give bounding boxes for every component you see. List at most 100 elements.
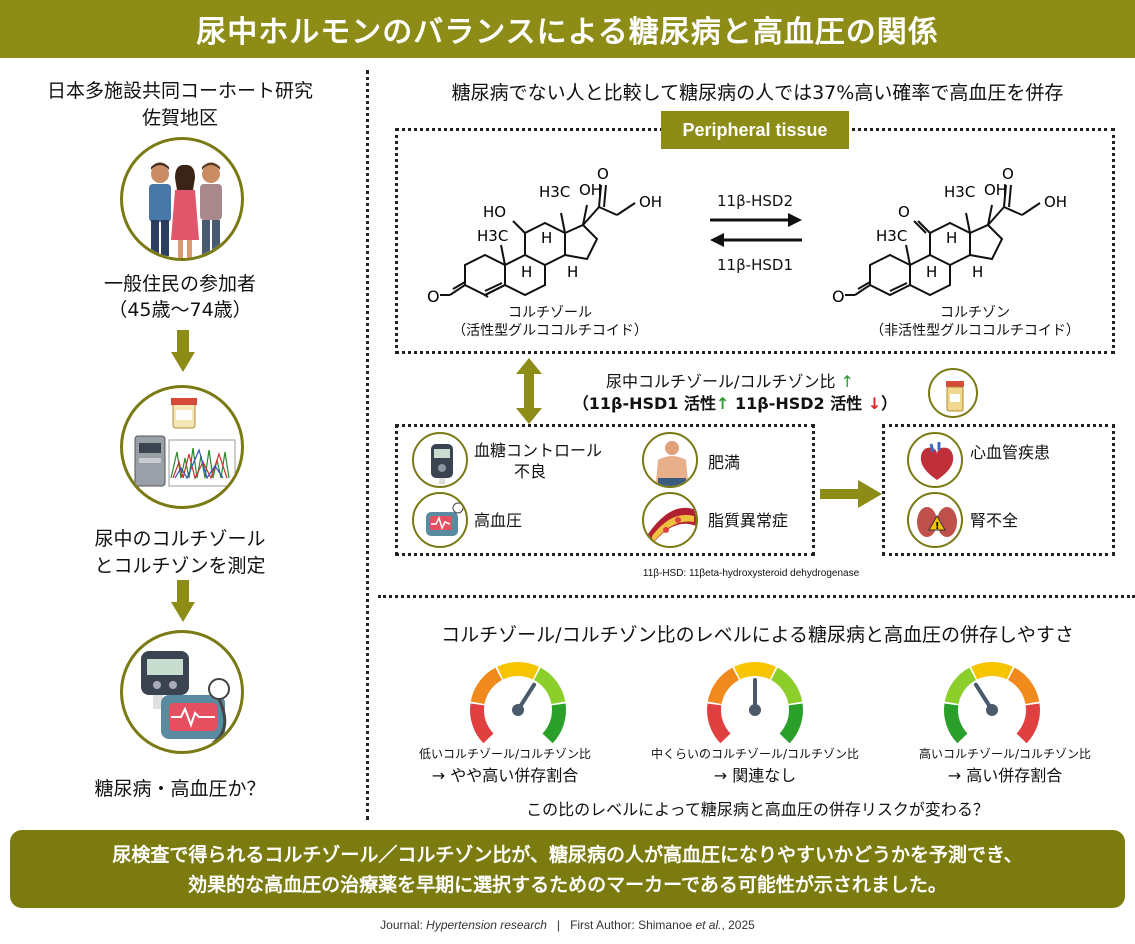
atom-o: O xyxy=(832,287,845,306)
peripheral-tissue-label: Peripheral tissue xyxy=(661,111,849,149)
gauge-segment xyxy=(534,667,566,705)
urine-cup-icon xyxy=(928,368,978,418)
gauge-segment xyxy=(542,703,566,744)
gauges-title: コルチゾール/コルチゾン比のレベルによる糖尿病と高血圧の併存しやすさ xyxy=(441,624,1074,646)
atom-o-keto: O xyxy=(898,203,910,221)
gauge-question: この比のレベルによって糖尿病と高血圧の併存リスクが変わる？ xyxy=(526,800,989,819)
blood-pressure-icon xyxy=(412,492,468,548)
conclusion-line1: 尿検査で得られるコルチゾール／コルチゾン比が、糖尿病の人が高血圧になりやすいかど… xyxy=(112,844,1023,866)
ratio-part-c: 11 xyxy=(735,394,758,413)
atom-oh-1: OH xyxy=(984,181,1007,199)
heart-icon xyxy=(907,432,963,488)
artery-plaque-icon xyxy=(642,492,698,548)
up-arrow-2: ↑ xyxy=(716,394,730,413)
page-title: 尿中ホルモンのバランスによる糖尿病と高血圧の関係 xyxy=(0,0,1135,58)
people-icon xyxy=(149,162,222,258)
down-arrow: ↓ xyxy=(867,394,882,413)
kidney-icon: ! xyxy=(907,492,963,548)
reaction-arrows-icon xyxy=(710,213,802,247)
cortisol-name: コルチゾール xyxy=(508,305,592,321)
gauge-high-label: 高いコルチゾール/コルチゾン比 xyxy=(918,747,1092,761)
conclusion-line2: 効果的な高血圧の治療薬を早期に選択するためのマーカーである可能性が示されました。 xyxy=(188,874,947,896)
people-illustration xyxy=(120,137,244,261)
atom-h3c-1: H3C xyxy=(477,227,508,245)
atom-h-1: H xyxy=(946,229,957,247)
atom-h3c-2: H3C xyxy=(944,183,975,201)
sequencer-icon xyxy=(134,398,236,487)
study-name: 日本多施設共同コーホート研究 xyxy=(46,80,313,102)
outcome-renal: 腎不全 xyxy=(970,511,1019,530)
atom-oh-1: OH xyxy=(579,181,602,199)
outcome-cvd: 心血管疾患 xyxy=(970,443,1051,462)
gauge-segment xyxy=(771,667,803,705)
down-arrow-icon xyxy=(171,330,195,372)
ratio-part-b: -HSD1 活性 xyxy=(622,394,717,413)
gauge-segment xyxy=(470,667,502,705)
up-arrow: ↑ xyxy=(840,372,854,391)
gauge-high-result: → 高い併存割合 xyxy=(947,766,1063,785)
beta-1: β xyxy=(611,394,623,413)
enzyme-reverse: 11β-HSD1 xyxy=(717,256,793,274)
vertical-divider xyxy=(366,70,369,820)
atom-o: O xyxy=(427,287,440,306)
atom-ho: HO xyxy=(483,203,506,221)
gauge-hub xyxy=(749,704,761,716)
atom-h3c-2: H3C xyxy=(539,183,570,201)
ratio-part-d: -HSD2 活性 xyxy=(768,394,863,413)
condition-obesity: 肥満 xyxy=(708,453,741,472)
gauge-segment xyxy=(734,662,776,680)
conclusion-banner: 尿検査で得られるコルチゾール／コルチゾン比が、糖尿病の人が高血圧になりやすいかど… xyxy=(10,830,1125,908)
cortisone-desc: （非活性型グルココルチコイド） xyxy=(870,323,1080,339)
atom-h-3: H xyxy=(567,263,578,281)
gauge-low-label: 低いコルチゾール/コルチゾン比 xyxy=(418,747,592,761)
obesity-icon xyxy=(642,432,698,488)
condition-glycemic: 血糖コントロール xyxy=(474,441,603,460)
atom-h-2: H xyxy=(521,263,532,281)
lab-analysis-illustration xyxy=(120,385,244,509)
glucose-bp-icon xyxy=(141,651,230,745)
ratio-text: 尿中コルチゾール/コルチゾン比 xyxy=(606,372,836,391)
study-region: 佐賀地区 xyxy=(141,107,218,129)
condition-dyslipidemia: 脂質異常症 xyxy=(708,511,789,530)
atom-h3c-1: H3C xyxy=(876,227,907,245)
gauge-segment xyxy=(707,667,739,705)
gauge-segment xyxy=(971,662,1013,680)
atom-o-2: O xyxy=(597,165,609,183)
diagnosis-illustration xyxy=(120,630,244,754)
question: 糖尿病・高血圧か？ xyxy=(94,778,266,800)
separator: | xyxy=(556,918,561,932)
journal-label: Journal: xyxy=(380,918,427,932)
gauge-mid-result: → 関連なし xyxy=(713,766,797,785)
year: , 2025 xyxy=(721,918,755,932)
measure-line2: とコルチゾンを測定 xyxy=(94,555,266,577)
atom-o-2: O xyxy=(1002,165,1014,183)
et-al: et al. xyxy=(695,918,722,932)
author-label: First Author: Shimanoe xyxy=(570,918,696,932)
cortisone-structure-icon: O O H3C H3C OH O OH H H H xyxy=(832,165,1067,306)
gauge-segment xyxy=(1016,703,1040,744)
double-arrow-icon xyxy=(516,358,542,424)
enzyme-forward: 11β-HSD2 xyxy=(717,192,793,210)
atom-h-1: H xyxy=(541,229,552,247)
gauge-hub xyxy=(986,704,998,716)
outcomes-box xyxy=(882,424,1115,556)
gauge-hub xyxy=(512,704,524,716)
ratio-part-a: （11 xyxy=(572,394,612,413)
measure-line1: 尿中のコルチゾール xyxy=(94,528,266,550)
ratio-line2: （11β-HSD1 活性↑ 11β-HSD2 活性 ↓） xyxy=(560,390,910,414)
atom-h-2: H xyxy=(926,263,937,281)
gauge-segment xyxy=(944,703,968,744)
atom-oh-2: OH xyxy=(639,193,662,211)
footnote: 11β-HSD: 11βeta-hydroxysteroid dehydroge… xyxy=(642,568,860,579)
participants: 一般住民の参加者 xyxy=(103,273,256,295)
gauges-row xyxy=(470,662,1040,744)
cortisone-name: コルチゾン xyxy=(940,305,1010,321)
gauge-segment xyxy=(497,662,539,680)
condition-glycemic-2: 不良 xyxy=(514,462,547,481)
svg-text:!: ! xyxy=(935,521,940,532)
atom-oh-2: OH xyxy=(1044,193,1067,211)
citation: Journal: Hypertension research | First A… xyxy=(0,918,1135,932)
gauge-segment xyxy=(470,703,494,744)
glucose-meter-icon xyxy=(412,432,468,488)
cortisol-desc: （活性型グルココルチコイド） xyxy=(452,323,648,339)
